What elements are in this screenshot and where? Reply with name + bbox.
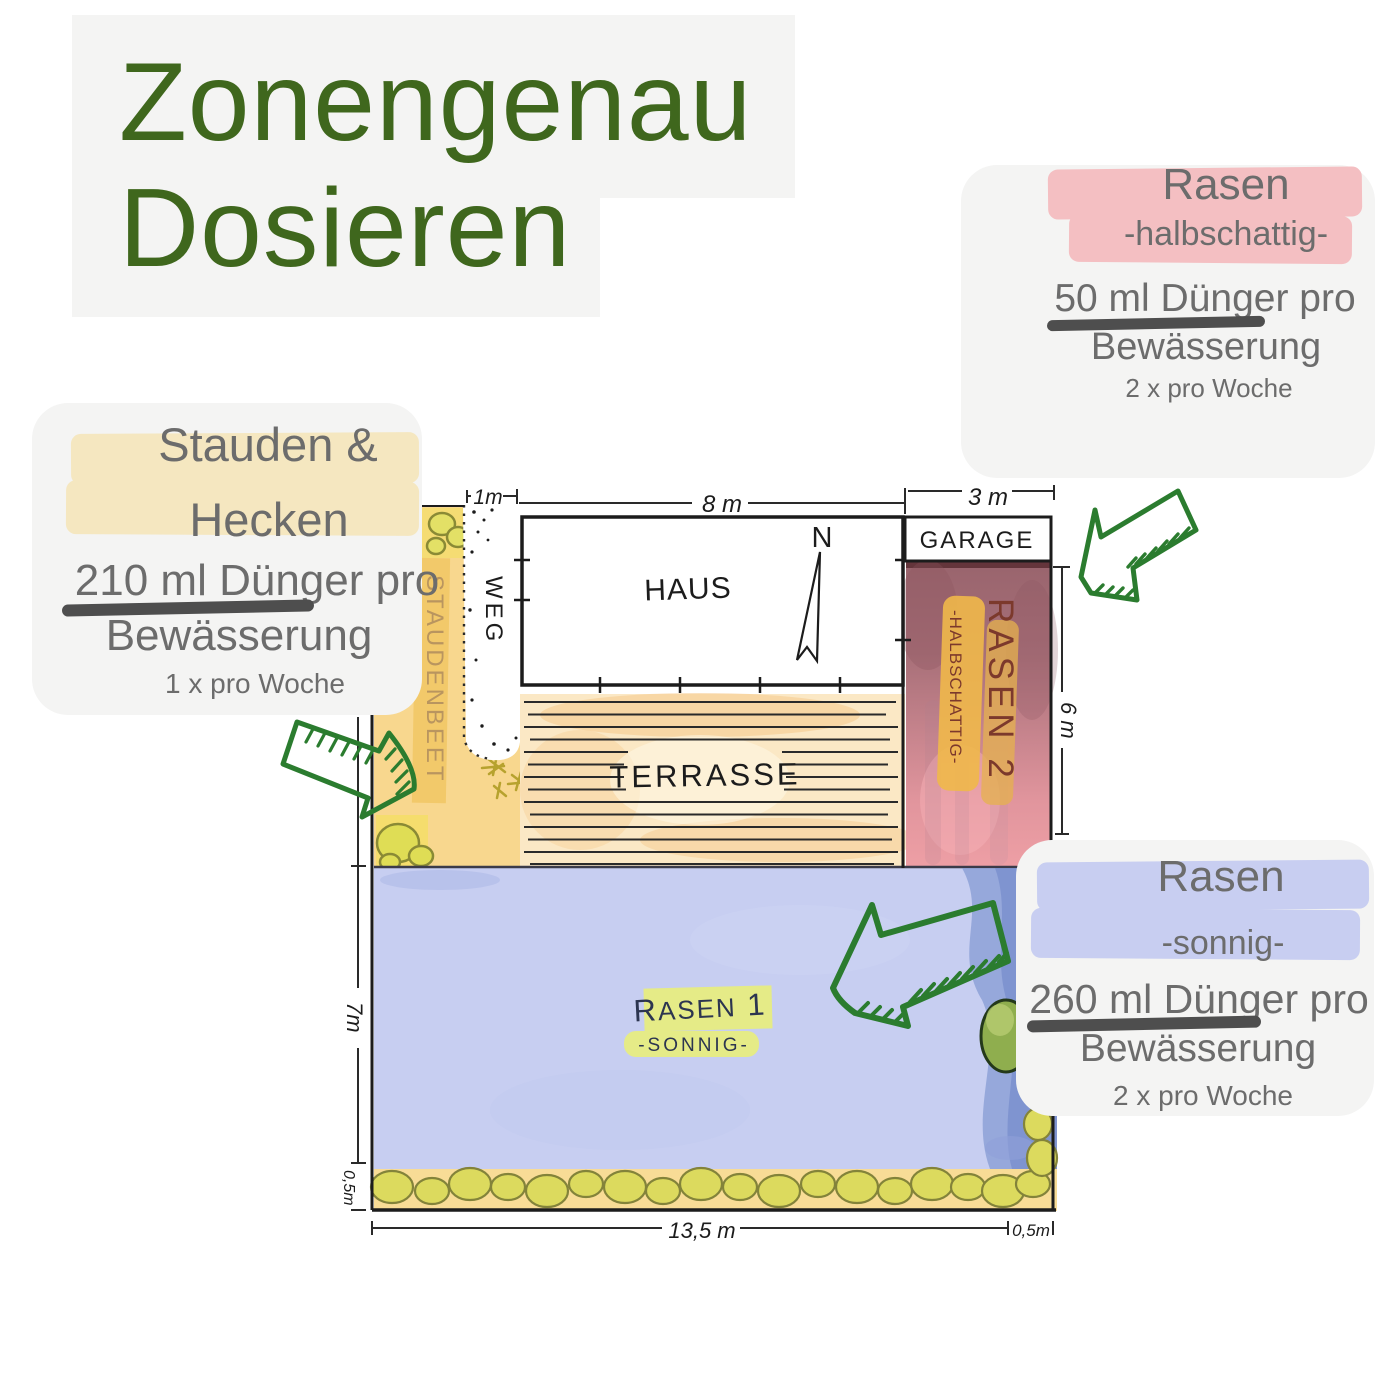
- svg-text:13,5 m: 13,5 m: [668, 1218, 735, 1243]
- svg-text:GARAGE: GARAGE: [920, 527, 1035, 554]
- svg-text:-SONNIG-: -SONNIG-: [638, 1035, 750, 1056]
- svg-text:-HALBSCHATTIG-: -HALBSCHATTIG-: [946, 610, 965, 764]
- svg-text:8 m: 8 m: [702, 491, 742, 518]
- svg-text:STAUDENBEET: STAUDENBEET: [421, 575, 448, 784]
- svg-text:3 m: 3 m: [968, 484, 1008, 511]
- svg-text:6 m: 6 m: [1056, 702, 1081, 739]
- svg-text:0,5m: 0,5m: [340, 1170, 357, 1206]
- svg-text:N: N: [812, 522, 833, 554]
- svg-text:WEG: WEG: [480, 576, 507, 645]
- svg-text:TERRASSE: TERRASSE: [609, 756, 801, 794]
- svg-text:1m: 1m: [473, 486, 502, 509]
- svg-text:RASEN 1: RASEN 1: [633, 987, 768, 1029]
- svg-text:7m: 7m: [342, 1002, 367, 1033]
- svg-text:0,5m: 0,5m: [1012, 1221, 1050, 1240]
- svg-text:HAUS: HAUS: [644, 571, 732, 607]
- svg-text:RASEN 2: RASEN 2: [981, 598, 1020, 783]
